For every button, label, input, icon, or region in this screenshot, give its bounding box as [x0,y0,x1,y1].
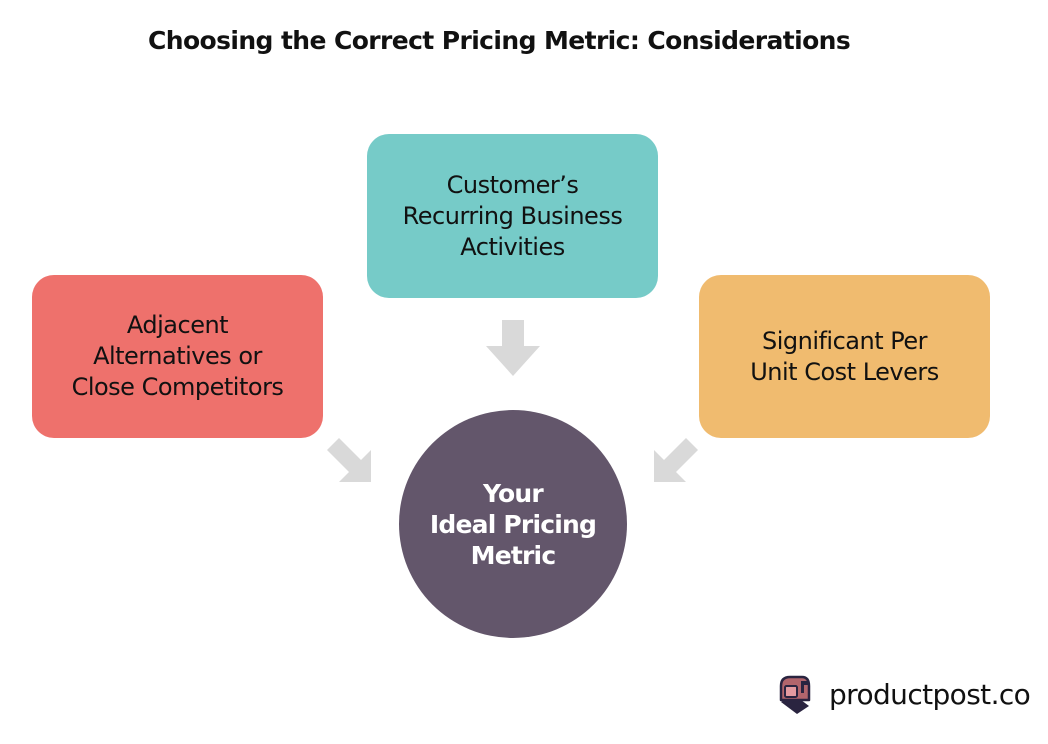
node-adjacent-alternatives: Adjacent Alternatives or Close Competito… [32,275,323,438]
arrow-down-icon [486,320,540,376]
arrow-down-right-icon [327,438,371,482]
brand-footer: productpost.co [775,672,1031,716]
node-cost-levers-label: Significant Per Unit Cost Levers [750,326,939,386]
arrow-down-shape [486,320,540,376]
node-adjacent-alternatives-label: Adjacent Alternatives or Close Competito… [71,311,284,401]
diagram-title: Choosing the Correct Pricing Metric: Con… [148,26,851,55]
arrow-down-left-shape [654,438,698,482]
node-customer-activities-label: Customer’s Recurring Business Activities [402,170,623,261]
node-ideal-pricing-metric: Your Ideal Pricing Metric [399,410,627,638]
mailbox-logo-icon [779,675,811,714]
node-customer-activities: Customer’s Recurring Business Activities [367,134,658,298]
brand-name: productpost.co [829,677,1031,711]
node-cost-levers: Significant Per Unit Cost Levers [699,275,990,438]
arrow-down-right-shape [327,438,371,482]
node-ideal-pricing-metric-label: Your Ideal Pricing Metric [429,478,597,570]
arrow-down-left-icon [654,438,698,482]
